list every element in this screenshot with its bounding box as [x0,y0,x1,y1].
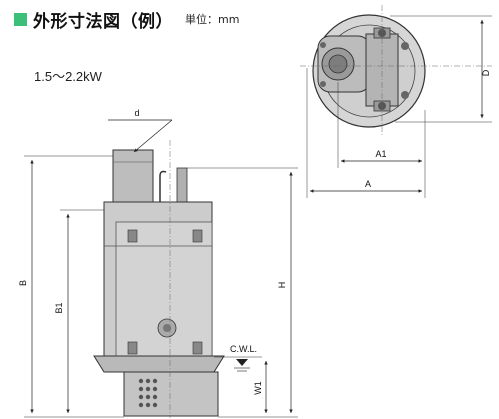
cable-gland [176,167,188,207]
unit-label: 単位：mm [185,13,240,26]
strainer-holes [138,378,158,408]
dimension-A-label: A [365,179,371,189]
bolt-icon [192,229,203,243]
bolt-icon [127,229,138,243]
strainer [123,371,219,417]
flange-bolt [320,42,326,48]
bolt-icon [192,341,203,355]
dimension-D-label: D [481,69,491,76]
bolt-icon [401,91,409,99]
dimension-d-label: d [134,108,139,118]
side-view: d B B1 H C.W.L. W1 [18,108,298,418]
dimension-H-label: H [277,282,287,289]
top-view: D A1 A [300,5,492,198]
dimension-B-label: B [18,280,28,286]
discharge-pipe [112,149,154,203]
pump-casing [93,355,225,373]
header: 外形寸法図（例） 単位：mm [14,6,239,32]
lifting-handle [159,170,167,204]
cwl-label: C.W.L. [230,344,257,354]
bolt-icon [127,341,138,355]
model-range-label: 1.5～2.2kW [34,69,102,84]
dimension-A1-label: A1 [375,149,386,159]
dimension-B1-label: B1 [54,302,64,313]
water-level-icon [236,359,248,366]
page-title: 外形寸法図（例） [33,11,173,32]
dimension-d-leader [133,119,173,153]
bolt-icon [401,42,409,50]
flange-bolt [320,81,326,87]
dimension-W1-label: W1 [253,381,263,395]
title-marker-icon [14,12,27,26]
